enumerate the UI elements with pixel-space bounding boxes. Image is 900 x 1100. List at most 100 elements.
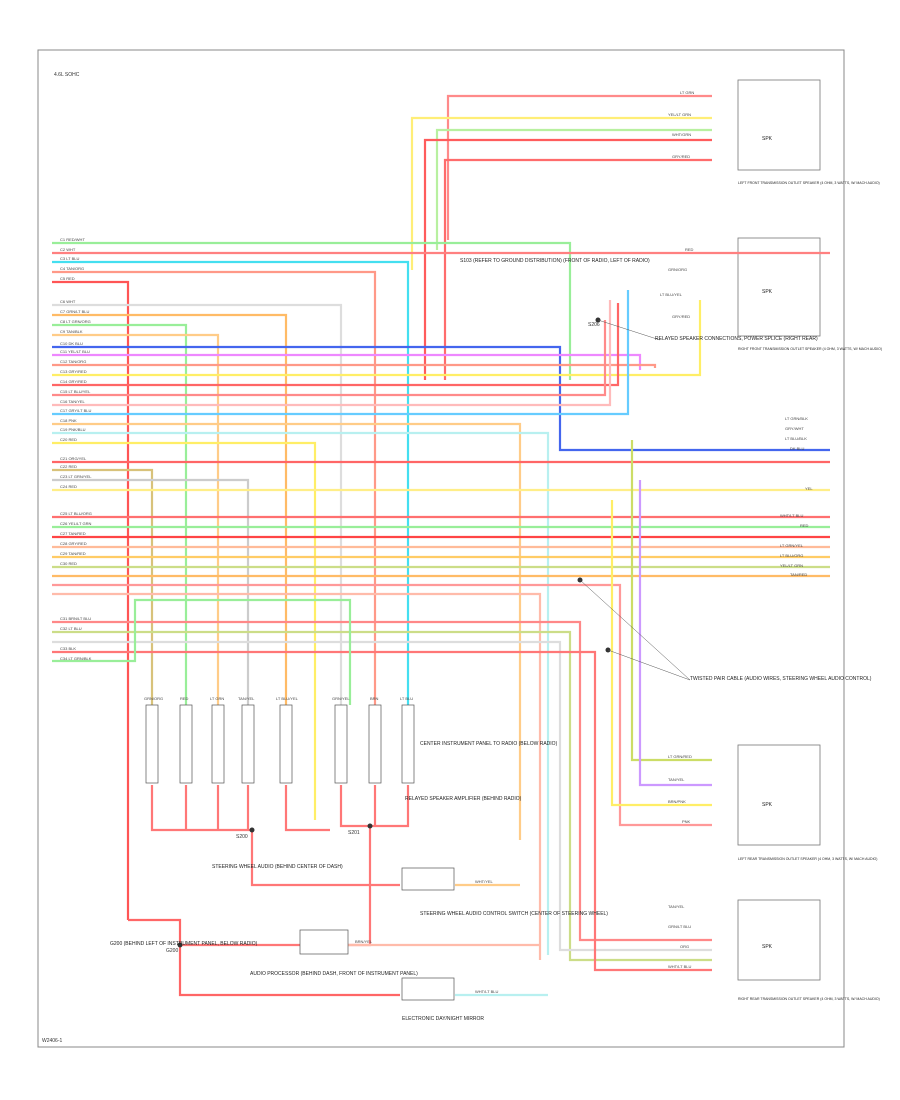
svg-text:SPK: SPK	[762, 944, 773, 950]
splice-label-a: S200	[236, 834, 248, 840]
switch-label-2: RED	[180, 696, 189, 701]
right-label-10: YEL/LT GRN	[780, 563, 803, 568]
note-leaders	[579, 319, 691, 681]
note-splice: S103 (REFER TO GROUND DISTRIBUTION) (FRO…	[460, 258, 650, 264]
wire-label-bottom-3: WHT/LT BLU	[475, 989, 499, 994]
right-label-8: LT GRN/YEL	[780, 543, 804, 548]
svg-text:C26 YEL/LT GRN: C26 YEL/LT GRN	[60, 521, 91, 526]
switch-label-7: BRN	[370, 696, 379, 701]
rf-pin-1: RED	[685, 247, 694, 252]
svg-text:C1 RED/WHT: C1 RED/WHT	[60, 237, 85, 242]
switch-label-1: GRN/ORG	[144, 696, 163, 701]
svg-text:C32 LT BLU: C32 LT BLU	[60, 626, 82, 631]
right-label-7: RED	[800, 523, 809, 528]
note-ground-a: STEERING WHEEL AUDIO (BEHIND CENTER OF D…	[212, 864, 343, 870]
right-label-9: LT BLU/ORG	[780, 553, 803, 558]
right-label-5: YEL	[805, 486, 813, 491]
svg-text:C17 GRY/LT BLU: C17 GRY/LT BLU	[60, 408, 91, 413]
svg-text:C22 RED: C22 RED	[60, 464, 77, 469]
note-twisted: TWISTED PAIR CABLE (AUDIO WIRES, STEERIN…	[690, 676, 872, 682]
left-connector-labels: C1 RED/WHT C2 WHT C3 LT BLU C4 TAN/ORG C…	[60, 237, 92, 661]
svg-text:C2 WHT: C2 WHT	[60, 247, 76, 252]
note-bottom-b: AUDIO PROCESSOR (BEHIND DASH, FRONT OF I…	[250, 971, 418, 977]
bottom-components	[299, 867, 455, 1001]
svg-text:C13 GRY/RED: C13 GRY/RED	[60, 369, 87, 374]
svg-text:C14 GRY/RED: C14 GRY/RED	[60, 379, 87, 384]
switch-label-6: GRN/YEL	[332, 696, 350, 701]
splice-label-c: S206	[588, 322, 600, 328]
rr-pin-1: TAN/YEL	[668, 904, 685, 909]
switch-bank	[145, 704, 415, 784]
diagram-code: W2406-1	[42, 1038, 63, 1044]
lf-pin-1: LT GRN	[680, 90, 694, 95]
splice-label-d: G200	[166, 948, 178, 954]
lr-pin-4: PNK	[682, 819, 691, 824]
svg-text:C23 LT GRN/YEL: C23 LT GRN/YEL	[60, 474, 92, 479]
svg-text:C11 YEL/LT BLU: C11 YEL/LT BLU	[60, 349, 90, 354]
rr-pin-3: ORG	[680, 944, 689, 949]
svg-text:C21 ORG/YEL: C21 ORG/YEL	[60, 456, 87, 461]
svg-text:C28 GRY/RED: C28 GRY/RED	[60, 541, 87, 546]
svg-text:C30 RED: C30 RED	[60, 561, 77, 566]
speaker-module-rr: SPK RIGHT REAR TRANSMISSION OUTLET SPEAK…	[737, 899, 880, 1001]
switch-label-5: LT BLU/YEL	[276, 696, 299, 701]
svg-text:C6 WHT: C6 WHT	[60, 299, 76, 304]
note-splice2: RELAYED SPEAKER CONNECTIONS, POWER SPLIC…	[655, 336, 818, 342]
svg-text:C5 RED: C5 RED	[60, 276, 75, 281]
svg-text:C9 TAN/BLK: C9 TAN/BLK	[60, 329, 83, 334]
right-label-6: WHT/LT BLU	[780, 513, 804, 518]
svg-text:RIGHT REAR TRANSMISSION OUTLET: RIGHT REAR TRANSMISSION OUTLET SPEAKER (…	[738, 997, 880, 1001]
svg-text:C19 PNK/BLU: C19 PNK/BLU	[60, 427, 86, 432]
svg-text:C10 DK BLU: C10 DK BLU	[60, 341, 83, 346]
switch-label-4: TAN/YEL	[238, 696, 255, 701]
speaker-module-lr: SPK LEFT REAR TRANSMISSION OUTLET SPEAKE…	[737, 744, 877, 861]
svg-text:C12 TAN/ORG: C12 TAN/ORG	[60, 359, 86, 364]
rr-pin-2: GRN/LT BLU	[668, 924, 691, 929]
svg-text:C16 TAN/YEL: C16 TAN/YEL	[60, 399, 86, 404]
diagram-frame	[37, 49, 845, 1048]
rf-pin-4: GRY/RED	[672, 314, 690, 319]
svg-text:C20 RED: C20 RED	[60, 437, 77, 442]
note-cable: CENTER INSTRUMENT PANEL TO RADIO (BELOW …	[420, 741, 558, 747]
svg-text:C34 LT GRN/BLK: C34 LT GRN/BLK	[60, 656, 92, 661]
switch-label-8: LT BLU	[400, 696, 413, 701]
note-ground-c: G200 (BEHIND LEFT OF INSTRUMENT PANEL, B…	[110, 941, 258, 947]
rr-pin-4: WHT/LT BLU	[668, 964, 692, 969]
note-ground-b: RELAYED SPEAKER AMPLIFIER (BEHIND RADIO)	[405, 796, 522, 802]
svg-text:RIGHT FRONT TRANSMISSION OUTLE: RIGHT FRONT TRANSMISSION OUTLET SPEAKER …	[738, 347, 882, 351]
note-bottom-a: STEERING WHEEL AUDIO CONTROL SWITCH (CEN…	[420, 911, 608, 917]
svg-text:C31 BRN/LT BLU: C31 BRN/LT BLU	[60, 616, 91, 621]
speaker-module-lf: SPK LEFT FRONT TRANSMISSION OUTLET SPEAK…	[737, 79, 880, 185]
lr-pin-1: LT GRN/RED	[668, 754, 692, 759]
splice-label-b: S201	[348, 830, 360, 836]
lr-pin-2: TAN/YEL	[668, 777, 685, 782]
right-label-1: LT GRN/BLK	[785, 416, 808, 421]
svg-text:SPK: SPK	[762, 289, 773, 295]
wire-label-bottom-1: WHT/YEL	[475, 879, 494, 884]
lr-pin-3: BRN/PNK	[668, 799, 686, 804]
svg-text:C25 LT BLU/ORG: C25 LT BLU/ORG	[60, 511, 92, 516]
svg-text:C27 TAN/RED: C27 TAN/RED	[60, 531, 86, 536]
rf-pin-3: LT BLU/YEL	[660, 292, 683, 297]
rf-pin-2: GRN/ORG	[668, 267, 687, 272]
svg-text:LEFT REAR TRANSMISSION OUTLET: LEFT REAR TRANSMISSION OUTLET SPEAKER (4…	[738, 857, 877, 861]
lf-pin-2: YEL/LT GRN	[668, 112, 691, 117]
wire-traces	[52, 94, 830, 997]
svg-text:LEFT FRONT TRANSMISSION OUTLET: LEFT FRONT TRANSMISSION OUTLET SPEAKER (…	[738, 181, 880, 185]
note-bottom-c: ELECTRONIC DAY/NIGHT MIRROR	[402, 1016, 484, 1022]
svg-text:C4 TAN/ORG: C4 TAN/ORG	[60, 266, 84, 271]
right-label-3: LT BLU/BLK	[785, 436, 807, 441]
wire-label-bottom-2: BRN/YEL	[355, 939, 373, 944]
svg-text:C18 PNK: C18 PNK	[60, 418, 77, 423]
lf-pin-3: WHT/GRN	[672, 132, 691, 137]
switch-label-3: LT GRN	[210, 696, 224, 701]
lf-pin-4: GRY/RED	[672, 154, 690, 159]
svg-text:C7 GRN/LT BLU: C7 GRN/LT BLU	[60, 309, 90, 314]
right-label-11: TAN/RED	[790, 572, 807, 577]
svg-text:C15 LT BLU/YEL: C15 LT BLU/YEL	[60, 389, 91, 394]
speaker-module-rf: SPK RIGHT FRONT TRANSMISSION OUTLET SPEA…	[737, 237, 882, 351]
svg-text:SPK: SPK	[762, 802, 773, 808]
svg-text:C29 TAN/RED: C29 TAN/RED	[60, 551, 86, 556]
right-label-4: DK BLU	[790, 446, 805, 451]
